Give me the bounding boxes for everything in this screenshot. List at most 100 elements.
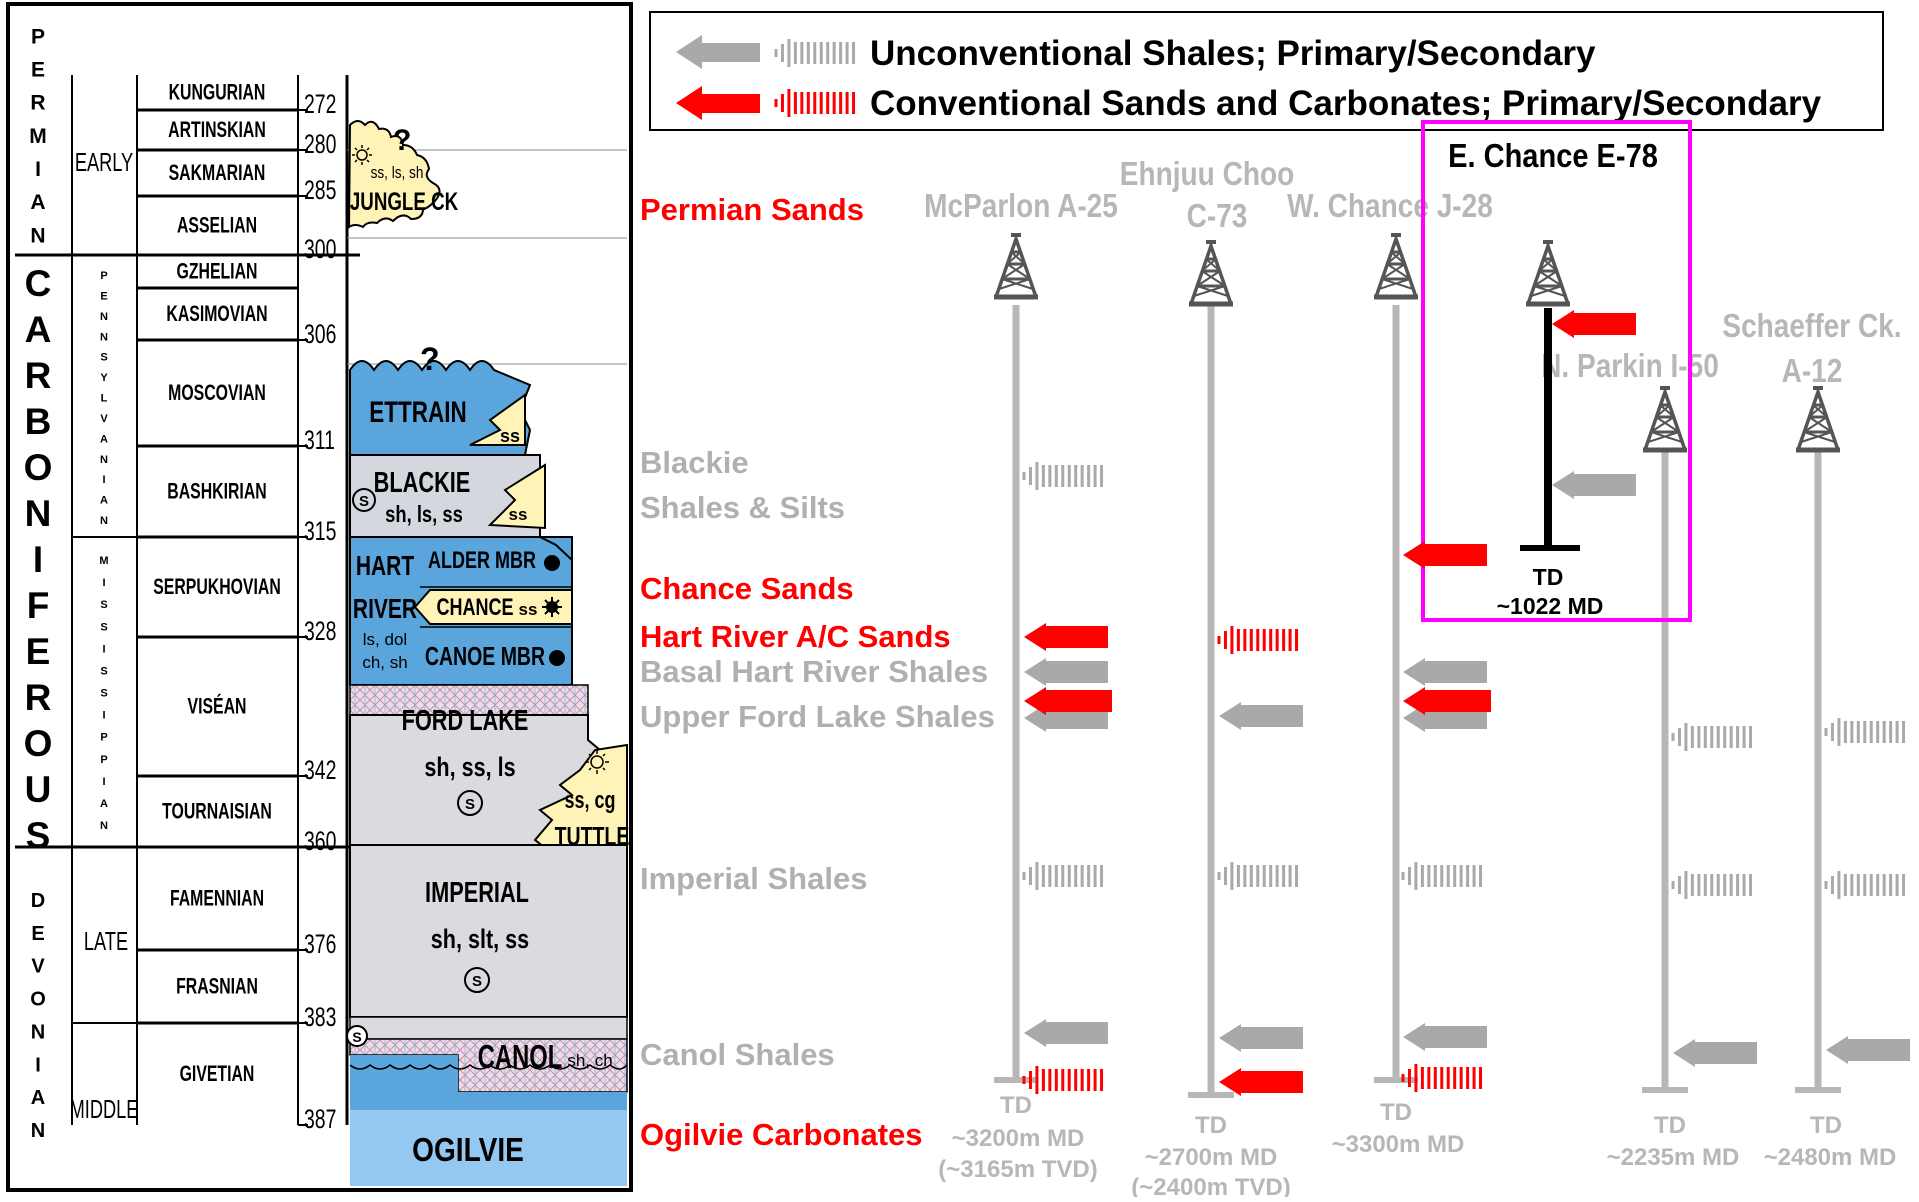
stage-label: VISÉAN xyxy=(188,694,247,719)
arrow-schaeffer-canol xyxy=(1826,1036,1910,1064)
chance-tongue xyxy=(413,589,573,625)
period-letter: C xyxy=(25,263,52,304)
legend-conv-secondary-arrow xyxy=(774,89,856,117)
period-letter: E xyxy=(31,59,45,82)
arrow-w-chance-chance-sands xyxy=(1403,541,1487,569)
imperial-name: IMPERIAL xyxy=(425,877,529,909)
stage-label: SAKMARIAN xyxy=(169,162,266,186)
arrow-ehnjuu-hart-river xyxy=(1217,626,1299,654)
stage-label: SERPUKHOVIAN xyxy=(153,576,281,600)
imperial-unit xyxy=(349,844,628,1018)
arrow-n-parkin-canol xyxy=(1673,1039,1757,1067)
subperiod-letter: S xyxy=(100,352,107,364)
well-name-ehnjuu-2: C-73 xyxy=(1187,198,1248,235)
stage-label: MOSCOVIAN xyxy=(168,382,266,406)
subperiod-letter: S xyxy=(100,665,107,677)
epoch-middle: MIDDLE xyxy=(70,1095,139,1124)
period-letter: N xyxy=(30,224,45,247)
subperiod-letter: N xyxy=(100,820,108,832)
stage-label: KUNGURIAN xyxy=(169,81,266,105)
ford-s: S xyxy=(465,796,475,813)
derrick-icon-e-chance xyxy=(1526,242,1570,304)
arrow-mcparlon-imperial xyxy=(1022,862,1104,890)
subperiod-letter: S xyxy=(100,621,107,633)
well-name-e-chance: E. Chance E-78 xyxy=(1448,137,1658,174)
ettrain-name: ETTRAIN xyxy=(369,395,466,429)
alder-mbr: ALDER MBR xyxy=(428,548,536,574)
blackie-s-circle xyxy=(352,488,376,512)
canol-name: CANOL xyxy=(478,1039,562,1076)
derrick-icon-w-chance xyxy=(1374,235,1418,297)
legend-box xyxy=(649,11,1884,131)
column-frame xyxy=(6,2,633,1192)
period-letter: V xyxy=(31,956,45,978)
age-label: 387 xyxy=(304,1104,336,1134)
age-label: 280 xyxy=(304,129,336,159)
subperiod-letter: A xyxy=(100,495,108,507)
subperiod-letter: I xyxy=(102,577,105,589)
legend-conventional-label: Conventional Sands and Carbonates; Prima… xyxy=(870,84,1822,123)
td-label-n-parkin: TD xyxy=(1654,1112,1686,1139)
td-depth-ehnjuu: ~2700m MD xyxy=(1145,1144,1278,1171)
period-letter: P xyxy=(31,25,45,48)
target-imperial: Imperial Shales xyxy=(640,861,867,896)
canoe-dot xyxy=(549,650,565,666)
blackie-s: S xyxy=(359,493,369,510)
age-label: 311 xyxy=(304,425,335,455)
stage-label: TOURNAISIAN xyxy=(162,800,272,824)
ford-s-circle xyxy=(457,790,483,816)
canoe-mbr: CANOE MBR xyxy=(425,641,546,670)
ogilvie-unit xyxy=(350,1110,627,1186)
subperiod-letter: M xyxy=(99,555,108,567)
legend-unconv-secondary-arrow-lines xyxy=(774,39,856,67)
jungle-q: ? xyxy=(393,124,411,157)
derrick-icon-mcparlon xyxy=(994,235,1038,297)
imperial-lith: sh, slt, ss xyxy=(431,925,529,955)
subperiod-letter: I xyxy=(102,643,105,655)
ettrain-lith: ss xyxy=(500,426,520,446)
stage-label: GIVETIAN xyxy=(180,1063,255,1087)
well-name-mcparlon: McParlon A-25 xyxy=(924,188,1118,225)
arrow-w-chance-basal-hart xyxy=(1403,658,1487,686)
age-label: 342 xyxy=(304,755,336,785)
derrick-icon-schaeffer xyxy=(1796,388,1840,450)
arrow-w-chance-canol xyxy=(1403,1023,1487,1051)
ford-lake-name: FORD LAKE xyxy=(402,705,529,737)
subperiod-letter: I xyxy=(102,776,105,788)
subperiod-letter: I xyxy=(102,474,105,486)
target-basal-hart-river: Basal Hart River Shales xyxy=(640,654,988,689)
chance-star-icon xyxy=(542,597,562,617)
period-letter: N xyxy=(31,1120,45,1142)
blackie-lith: sh, ls, ss xyxy=(385,502,463,527)
imperial-s: S xyxy=(472,973,482,990)
stage-label: FAMENNIAN xyxy=(170,887,264,911)
td-label-ehnjuu: TD xyxy=(1195,1112,1227,1139)
ogilvie-name: OGILVIE xyxy=(412,1132,524,1169)
well-name-n-parkin: N. Parkin I-50 xyxy=(1541,348,1719,385)
age-label: 383 xyxy=(304,1002,336,1032)
arrow-schaeffer-imperial xyxy=(1824,871,1906,899)
subperiod-letter: N xyxy=(100,311,108,323)
subperiod-letter: N xyxy=(100,331,108,343)
well-name-ehnjuu-1: Ehnjuu Choo xyxy=(1120,156,1294,193)
derrick-icon-n-parkin xyxy=(1643,388,1687,450)
hart-name1: HART xyxy=(356,551,414,582)
ettrain-unit xyxy=(349,360,532,456)
ettrain-tongue xyxy=(469,393,526,446)
period-letter: U xyxy=(25,769,52,810)
age-label: 376 xyxy=(304,929,336,959)
legend-conv-primary-arrow xyxy=(676,86,760,120)
subperiod-letter: Y xyxy=(100,372,108,384)
stage-label: ARTINSKIAN xyxy=(168,119,266,143)
period-letter: O xyxy=(30,989,46,1011)
arrow-mcparlon-ogilvie xyxy=(1022,1066,1104,1094)
sun-icon xyxy=(352,145,372,165)
target-hart-river-sands: Hart River A/C Sands xyxy=(640,619,951,654)
subperiod-letter: N xyxy=(100,454,108,466)
target-canol: Canol Shales xyxy=(640,1037,835,1072)
legend-unconv-primary-arrow xyxy=(676,35,760,69)
period-letter: O xyxy=(24,447,53,488)
legend-unconv-secondary-arrow xyxy=(774,39,856,67)
alder-dot xyxy=(544,555,560,571)
